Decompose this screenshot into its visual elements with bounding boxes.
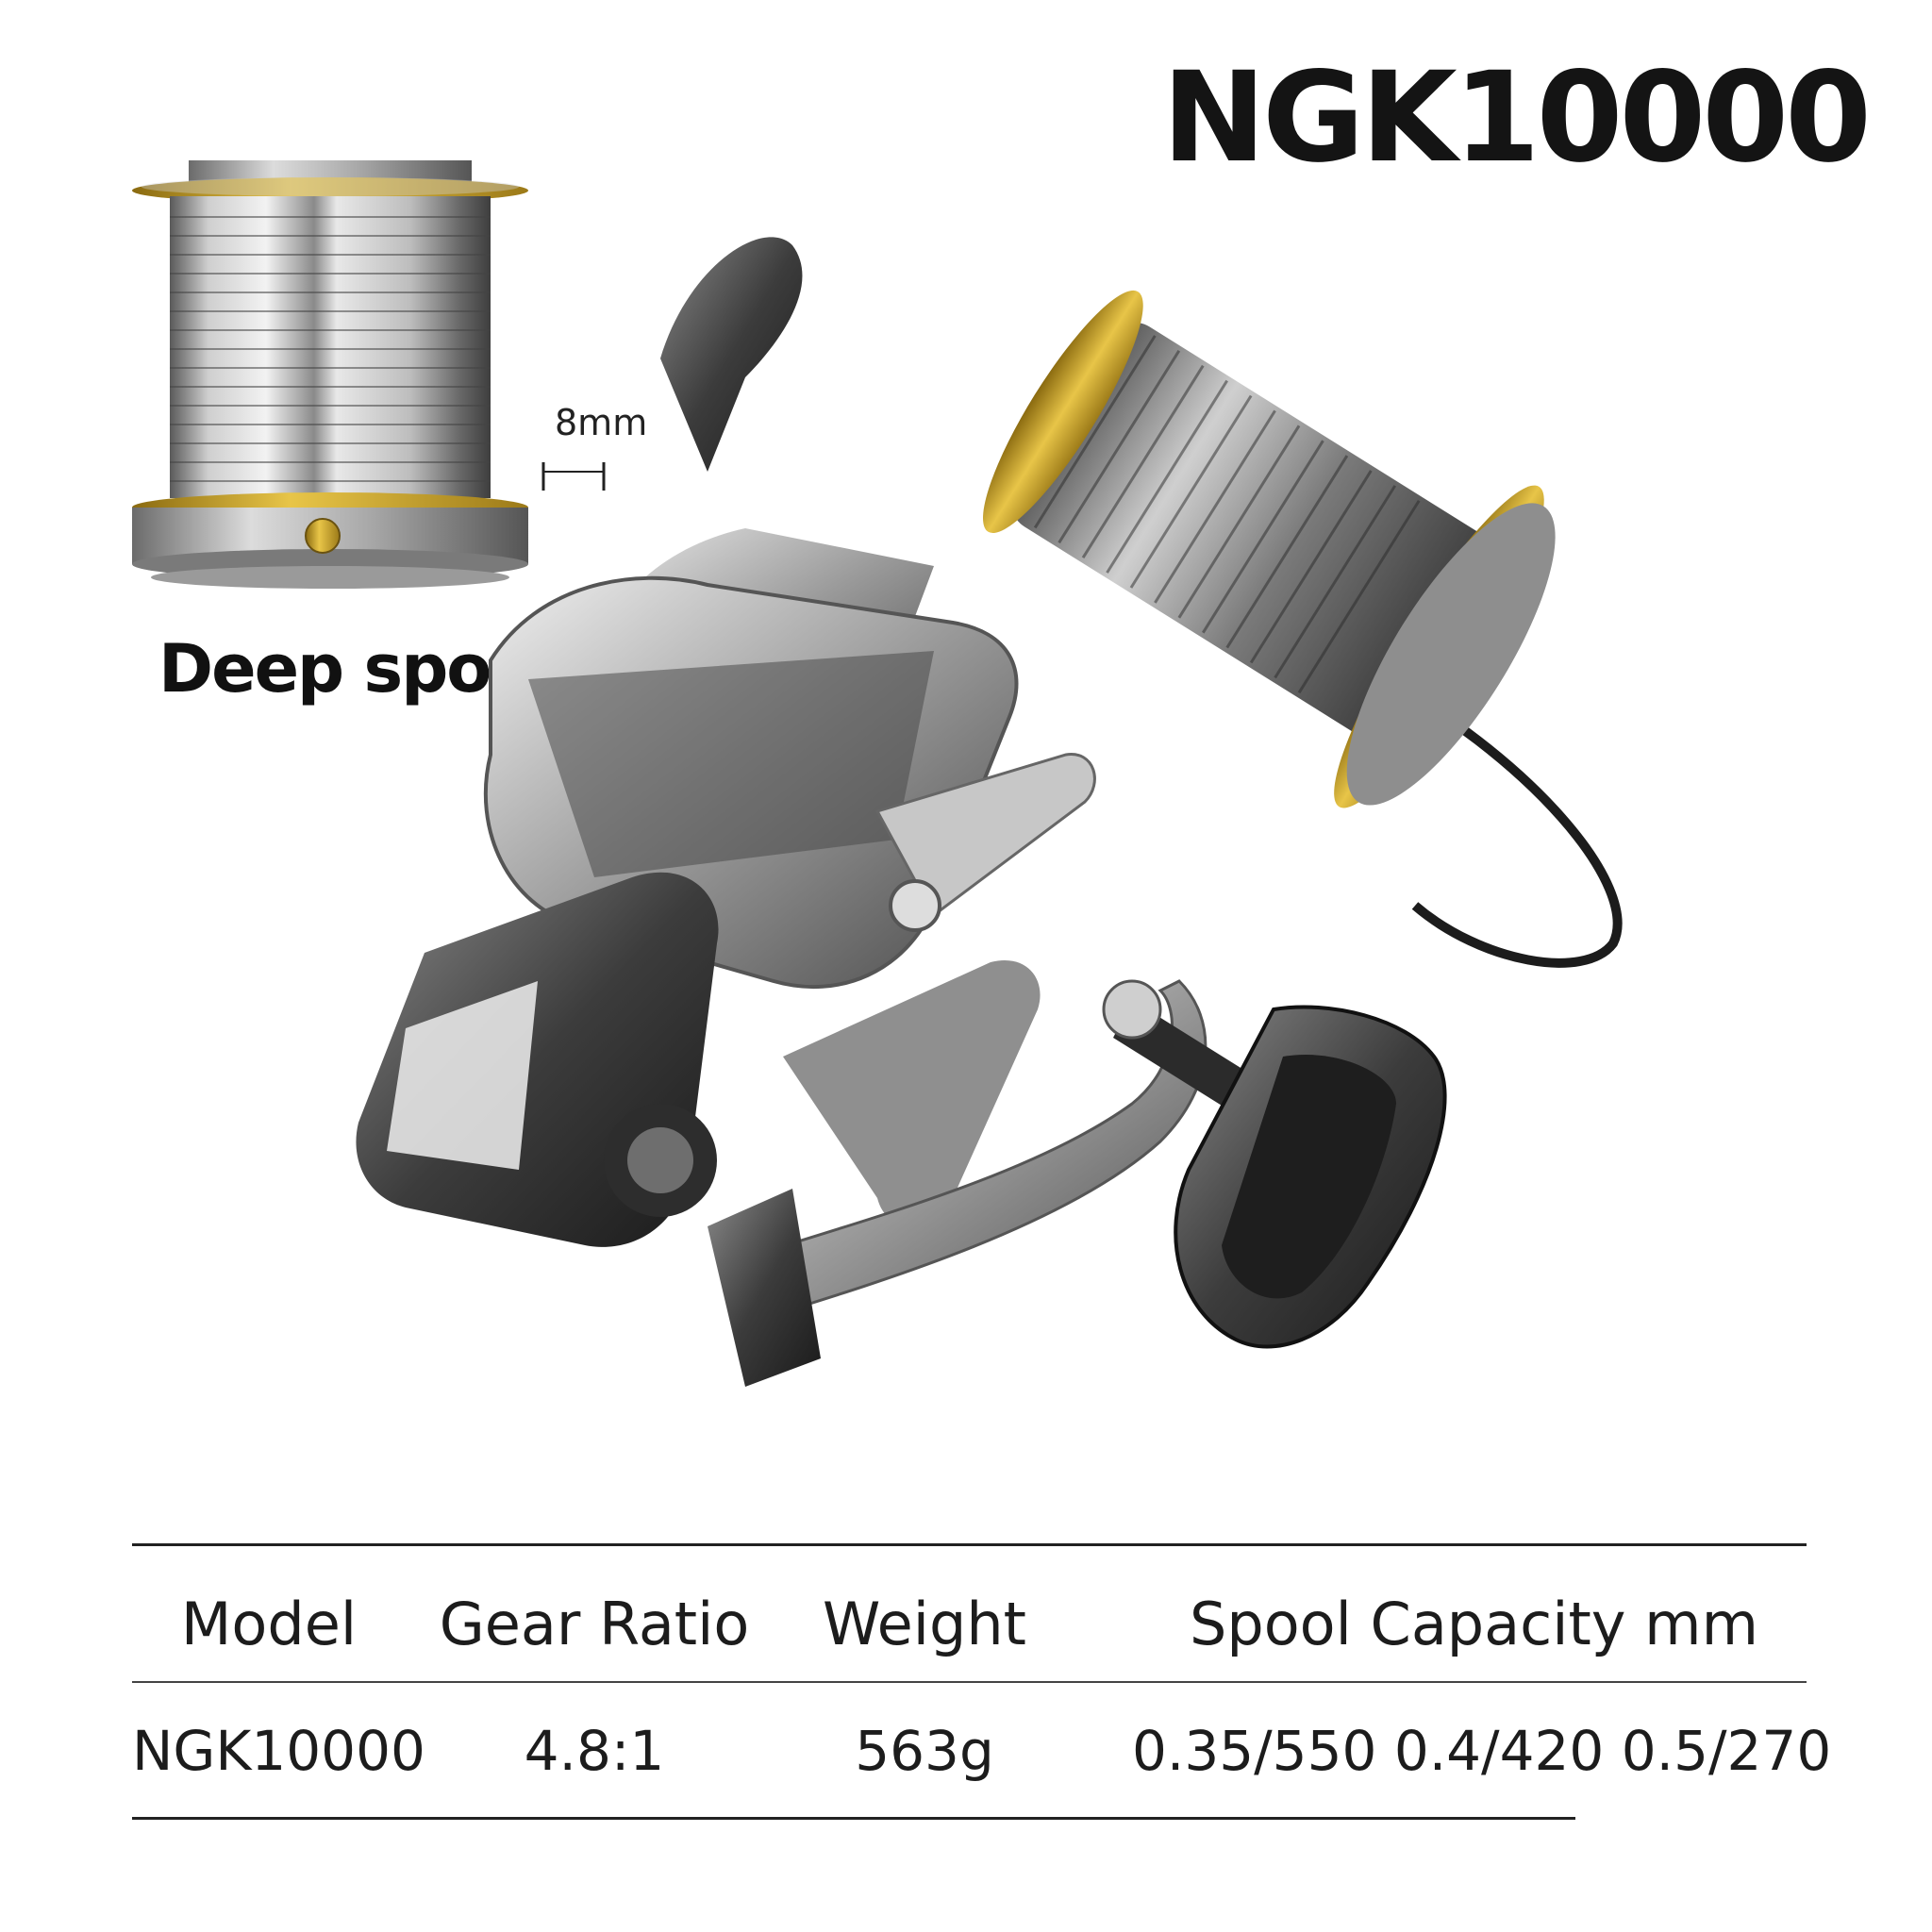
value-spool-capacity: 0.35/550 0.4/420 0.5/270: [1132, 1719, 1832, 1783]
deep-spool-image: [132, 160, 606, 589]
value-weight: 563g: [855, 1719, 994, 1783]
spool-depth-label: 8mm: [555, 402, 648, 443]
header-weight: Weight: [822, 1590, 1026, 1658]
product-title: NGK10000: [1161, 45, 1872, 191]
header-gear-ratio: Gear Ratio: [439, 1590, 750, 1658]
value-model: NGK10000: [132, 1719, 425, 1783]
table-header-rule: [132, 1681, 1807, 1683]
table-bottom-rule: [132, 1817, 1575, 1820]
value-gear-ratio: 4.8:1: [524, 1719, 665, 1783]
header-model: Model: [180, 1590, 358, 1658]
table-top-rule: [132, 1543, 1807, 1546]
header-spool-capacity: Spool Capacity mm: [1190, 1590, 1758, 1658]
spinning-reel-image: [356, 237, 1623, 1387]
